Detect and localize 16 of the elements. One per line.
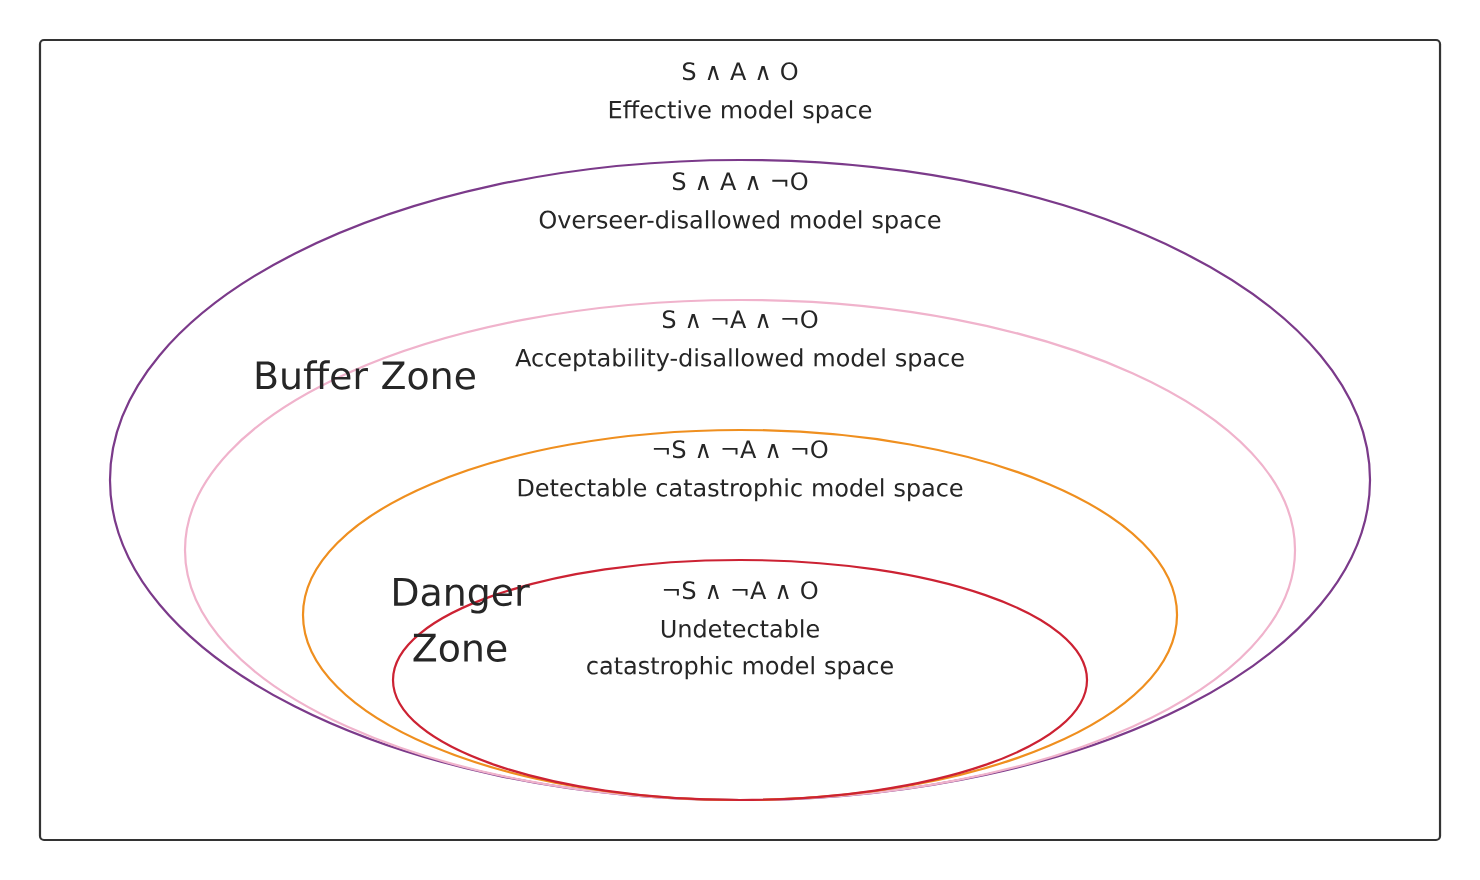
ellipse-region (301, 428, 1179, 802)
ellipse-region (108, 158, 1372, 802)
region-label: Undetectable catastrophic model space (587, 619, 893, 680)
frame-box (38, 38, 1442, 842)
zone-label: Buffer Zone (256, 360, 475, 390)
region-label: Effective model space (609, 100, 872, 124)
region-label: S ∧ A ∧ ¬O (672, 172, 808, 191)
region-label: S ∧ ¬A ∧ ¬O (662, 310, 818, 329)
region-label: ¬S ∧ ¬A ∧ ¬O (653, 440, 828, 459)
region-label: Overseer-disallowed model space (539, 210, 941, 234)
region-label: S ∧ A ∧ O (682, 62, 798, 81)
ellipse-region (183, 298, 1297, 802)
region-label: Acceptability-disallowed model space (515, 348, 964, 372)
ellipse-region (391, 558, 1089, 802)
region-label: ¬S ∧ ¬A ∧ O (663, 581, 818, 600)
region-label: Detectable catastrophic model space (518, 478, 963, 502)
